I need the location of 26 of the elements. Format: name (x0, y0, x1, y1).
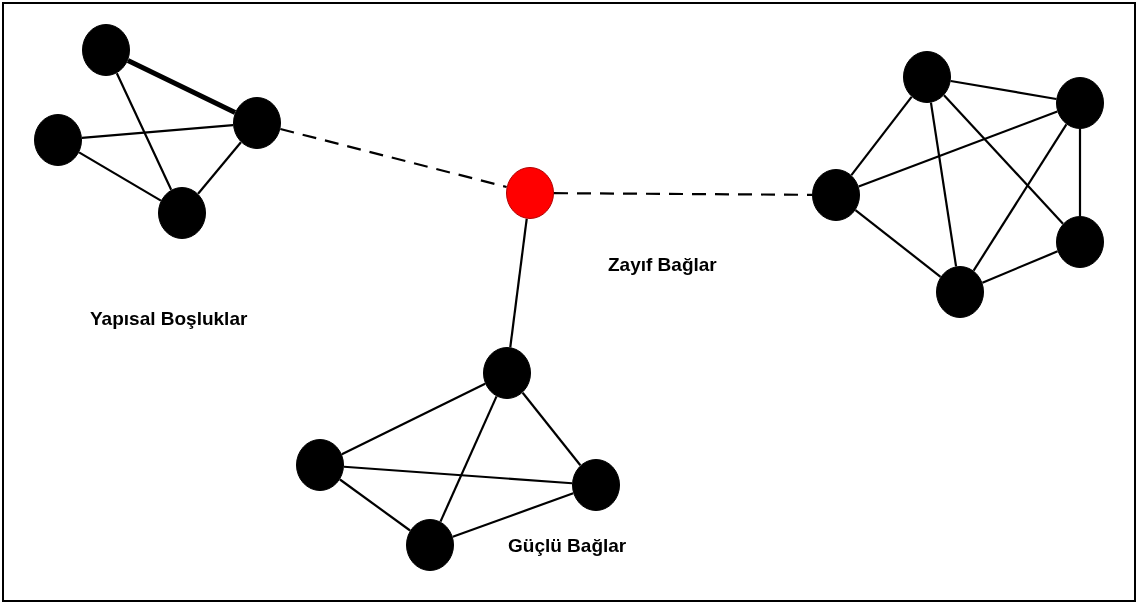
dashed-line (280, 127, 507, 189)
connector-line (78, 151, 162, 202)
connector-line (929, 102, 958, 267)
connector-line (1078, 129, 1082, 216)
group-label: Güçlü Bağlar (508, 535, 627, 557)
group-label: Zayıf Bağlar (608, 254, 717, 276)
connector-line (343, 465, 573, 485)
connector-line (850, 96, 913, 176)
connector-line (509, 218, 528, 348)
connector-line (972, 123, 1068, 272)
connector-line (341, 382, 486, 456)
connector-line (197, 141, 242, 195)
connector-line (981, 250, 1059, 284)
connector-line (115, 72, 173, 191)
connector-line (950, 79, 1057, 101)
connector-line (452, 492, 574, 538)
connector-line (854, 209, 942, 278)
connector-line (943, 94, 1064, 225)
dashed-line (554, 192, 812, 196)
connector-line (858, 110, 1058, 188)
connector-line (339, 478, 411, 532)
connector-line (439, 395, 498, 523)
connector-line (81, 123, 234, 140)
group-label: Yapısal Boşluklar (90, 308, 248, 330)
connector-line (521, 392, 582, 466)
connector-line (126, 58, 237, 115)
